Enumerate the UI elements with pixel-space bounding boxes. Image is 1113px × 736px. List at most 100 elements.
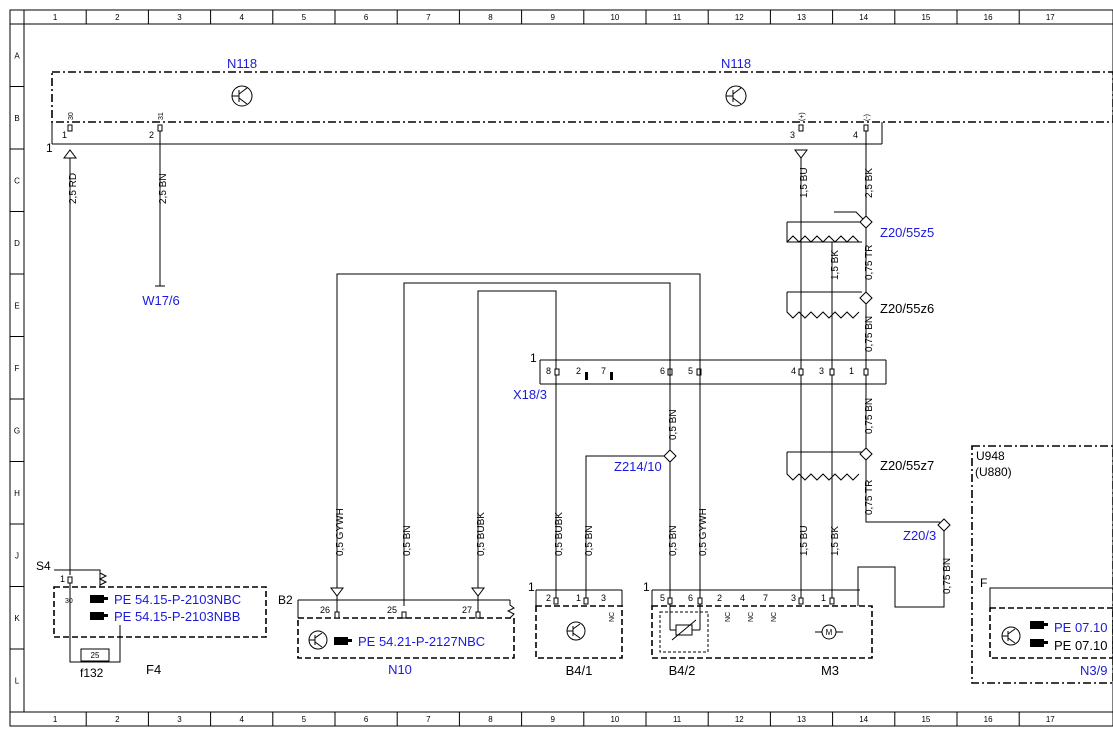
wire-label-bubk-a: 0,5 BUBK	[476, 512, 487, 556]
n10-ref: PE 54.21-P-2127NBC	[358, 634, 485, 649]
hand-pointer-icon	[90, 595, 108, 603]
b2-pin-25: 25	[387, 605, 397, 615]
wire-label-bn05d: 0,5 BN	[668, 525, 679, 556]
b2-label: B2	[278, 593, 293, 607]
row-label: C	[14, 176, 20, 185]
wire-label-rd: 2,5 RD	[68, 173, 79, 204]
n118-term-31-label: 31	[158, 112, 165, 120]
column-label: 9	[550, 715, 555, 724]
n118-module-outline	[51, 71, 1113, 123]
s4-ref-b: PE 54.15-P-2103NBB	[114, 609, 240, 624]
s4-pin-1: 1	[60, 574, 65, 584]
column-label: 13	[797, 715, 806, 724]
column-label: 3	[177, 13, 182, 22]
wire-label-bn075b: 0,75 BN	[864, 398, 875, 434]
x18-label: X18/3	[513, 387, 547, 402]
wire-bubk	[477, 290, 557, 588]
x18-pin-1: 1	[849, 366, 854, 376]
column-label: 13	[797, 13, 806, 22]
column-label: 14	[859, 715, 868, 724]
wire-label-bu15b: 1,5 BU	[799, 525, 810, 556]
column-label: 4	[239, 715, 244, 724]
ground-arrow-icon	[471, 587, 485, 597]
s4-label: S4	[36, 559, 51, 573]
wire-label-bu15: 1,5 BU	[799, 167, 810, 198]
w17-label: W17/6	[142, 293, 180, 308]
b41-pin-2: 2	[546, 593, 551, 603]
z20-3-splice-icon	[937, 518, 951, 532]
u948-outline	[971, 445, 1113, 684]
z6-label: Z20/55z6	[880, 301, 934, 316]
row-label: J	[15, 551, 19, 560]
m3-pin-1: 1	[821, 593, 826, 603]
column-label: 5	[302, 715, 307, 724]
s4-break	[98, 572, 108, 586]
wire-label-bk15b: 1,5 BK	[830, 526, 841, 556]
column-label: 15	[921, 715, 930, 724]
n118-pin-4: 4	[853, 130, 858, 140]
f132-label: f132	[80, 666, 104, 680]
motor-icon: M	[815, 624, 843, 640]
column-label: 10	[610, 13, 619, 22]
n118-label-right: N118	[721, 56, 751, 71]
column-ticks: 1122334455667788991010111112121313141415…	[53, 10, 1055, 726]
z7-shield-wave	[786, 452, 860, 481]
ground-arrow-icon	[330, 587, 344, 597]
z5-shield-outline	[786, 222, 862, 243]
m3-nc-4: NC	[748, 612, 755, 622]
wire-label-bn25: 2,5 BN	[158, 173, 169, 204]
x18-conn-number: 1	[530, 351, 537, 365]
column-label: 17	[1046, 13, 1055, 22]
b2-break	[506, 600, 515, 619]
wire-label-bk15: 1,5 BK	[830, 250, 841, 280]
hand-pointer-icon	[90, 612, 108, 620]
wire-bn-n10	[403, 282, 671, 606]
wire-label-gywh-b: 0,5 GYWH	[698, 508, 709, 556]
column-label: 12	[735, 13, 744, 22]
hand-pointer-icon	[334, 637, 352, 645]
wire-label-bn075c: 0,75 BN	[942, 558, 953, 594]
transistor-icon	[725, 85, 747, 107]
column-label: 3	[177, 715, 182, 724]
b41-terminal-2	[553, 597, 559, 605]
b42-outline	[659, 611, 709, 653]
z7-splice-icon	[859, 447, 873, 461]
z5-label: Z20/55z5	[880, 225, 934, 240]
m3-terminal-6	[697, 597, 703, 605]
diagram-frame	[9, 9, 1113, 727]
column-label: 7	[426, 715, 431, 724]
column-label: 1	[53, 715, 58, 724]
column-label: 5	[302, 13, 307, 22]
column-label: 11	[673, 13, 682, 22]
n118-term-minus-label: (-)	[864, 114, 871, 121]
s4-header	[54, 569, 101, 587]
m3-terminal-5	[667, 597, 673, 605]
m3-pin-7: 7	[763, 593, 768, 603]
u880-label: (U880)	[975, 465, 1012, 479]
m3-pin-4: 4	[740, 593, 745, 603]
n118-conn-number: 1	[46, 141, 53, 155]
wire-gywh	[336, 273, 701, 606]
n10-label: N10	[388, 662, 412, 677]
wire-bn-c	[857, 531, 945, 608]
b41-terminal-1	[583, 597, 589, 605]
column-label: 12	[735, 715, 744, 724]
ground-arrow-icon	[63, 149, 77, 159]
m3-pin-2: 2	[717, 593, 722, 603]
z6-splice-icon	[859, 291, 873, 305]
x18-pin-8: 8	[546, 366, 551, 376]
column-label: 15	[921, 13, 930, 22]
wire-label-bn05b: 0,5 BN	[402, 525, 413, 556]
z20-3-label: Z20/3	[903, 528, 936, 543]
z5-shield-wave	[786, 235, 860, 243]
column-label: 6	[364, 13, 369, 22]
transistor-icon	[566, 621, 586, 641]
b2-terminal-26	[334, 611, 340, 619]
b41-pin-1: 1	[576, 593, 581, 603]
n118-terminal-31	[157, 124, 163, 132]
b41-nc: NC	[609, 612, 616, 622]
n3-header	[989, 587, 1113, 608]
wire-label-bubk-b: 0,5 BUBK	[554, 512, 565, 556]
column-label: 9	[550, 13, 555, 22]
